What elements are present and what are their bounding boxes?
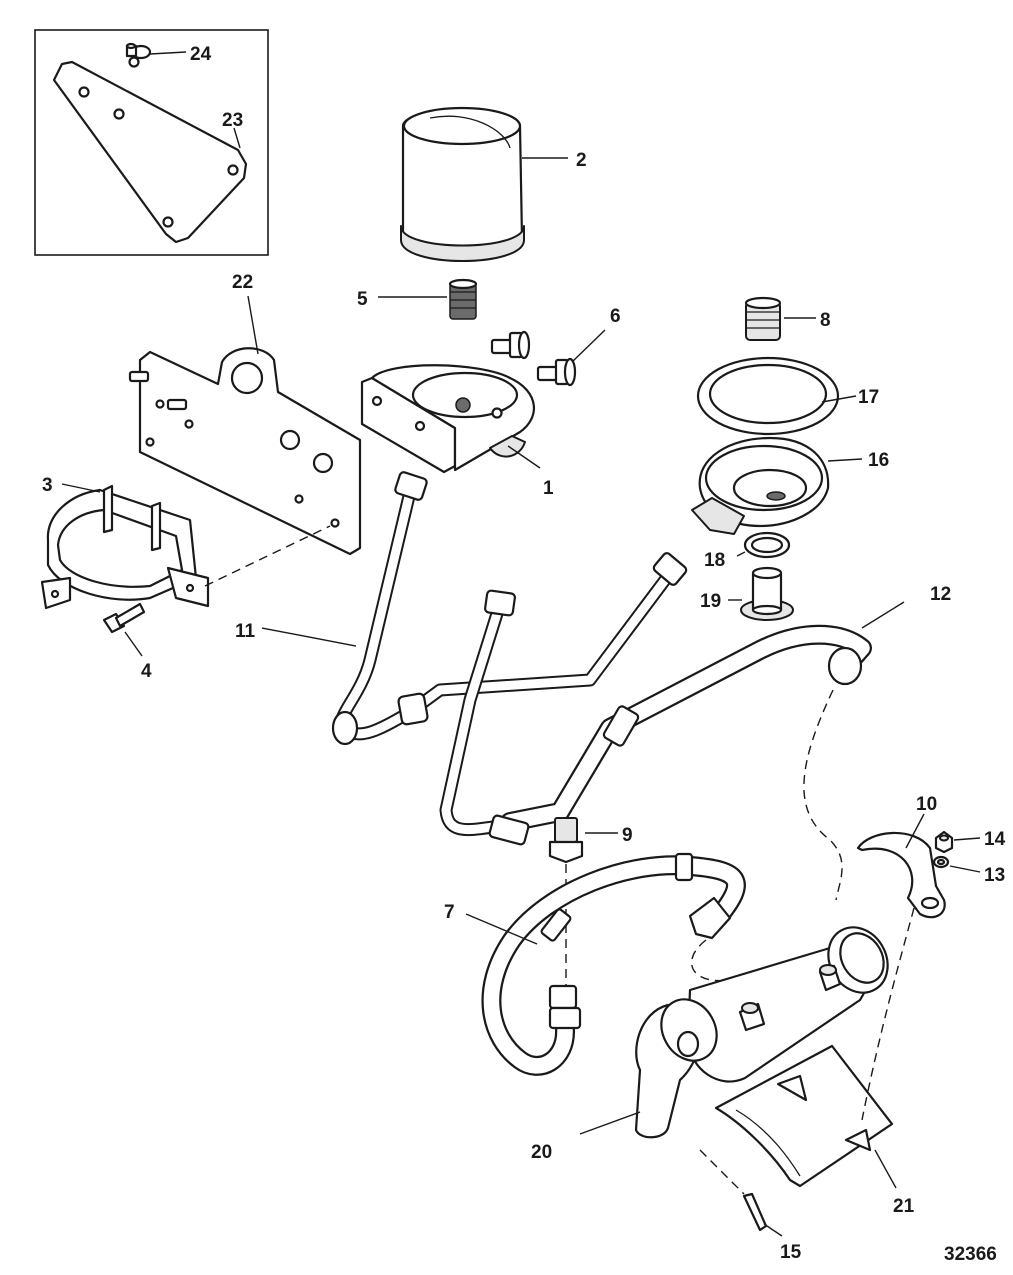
callout-10: 10: [916, 794, 937, 815]
cradle-21-part: [714, 1044, 897, 1189]
screw-4-part: [102, 602, 146, 657]
callout-21: 21: [893, 1196, 915, 1217]
figure-number: 32366: [944, 1244, 997, 1265]
seal-17-part: [696, 356, 857, 436]
callout-13: 13: [984, 865, 1005, 886]
hose-7-part: [465, 852, 801, 1076]
cooler-20-part: [579, 926, 889, 1139]
filter-mount-1-part: [360, 364, 541, 474]
oring-18-part: [736, 531, 791, 559]
callout-12: 12: [930, 584, 951, 605]
strap-10-part: [856, 813, 946, 1121]
callout-20: 20: [531, 1142, 552, 1163]
callout-3: 3: [42, 475, 53, 496]
screw-15-part: [699, 1149, 783, 1237]
screw-24-part: [125, 42, 152, 60]
callout-9: 9: [622, 825, 633, 846]
nipple-8-part: [744, 296, 816, 341]
callout-8: 8: [820, 310, 831, 331]
callout-5: 5: [357, 289, 368, 310]
tube-11-part: [261, 471, 688, 746]
callout-1: 1: [543, 478, 554, 499]
filter-2-part: [400, 106, 568, 262]
inset-box: [34, 29, 269, 256]
bracket-23-part: [52, 56, 248, 244]
callout-19: 19: [700, 591, 721, 612]
callout-11: 11: [235, 621, 256, 642]
nut-14-part: [934, 830, 981, 854]
callout-4: 4: [141, 661, 152, 682]
nipple-5-part: [378, 278, 478, 320]
adapter-16-part: [691, 436, 863, 535]
callout-14: 14: [984, 829, 1006, 850]
callout-6: 6: [610, 306, 621, 327]
bracket-22-part: [128, 295, 362, 556]
callout-labels: 24 23 2 22 5 6 8 17 16 3 1 18 19 12 11 4…: [42, 44, 1006, 1265]
tube-12-part: [439, 589, 905, 846]
callout-22: 22: [232, 272, 253, 293]
bolts-6-part: [490, 329, 606, 387]
callout-2: 2: [576, 150, 587, 171]
callout-16: 16: [868, 450, 889, 471]
callout-24: 24: [190, 44, 212, 65]
clamp-3-part: [40, 483, 331, 610]
callout-7: 7: [444, 902, 455, 923]
sleeve-19-part: [728, 566, 794, 621]
callout-23: 23: [222, 110, 243, 131]
callout-15: 15: [780, 1242, 802, 1263]
fitting-9-part: [548, 817, 618, 985]
callout-18: 18: [704, 550, 725, 571]
callout-17: 17: [858, 387, 879, 408]
washer-13-part: [932, 855, 981, 873]
